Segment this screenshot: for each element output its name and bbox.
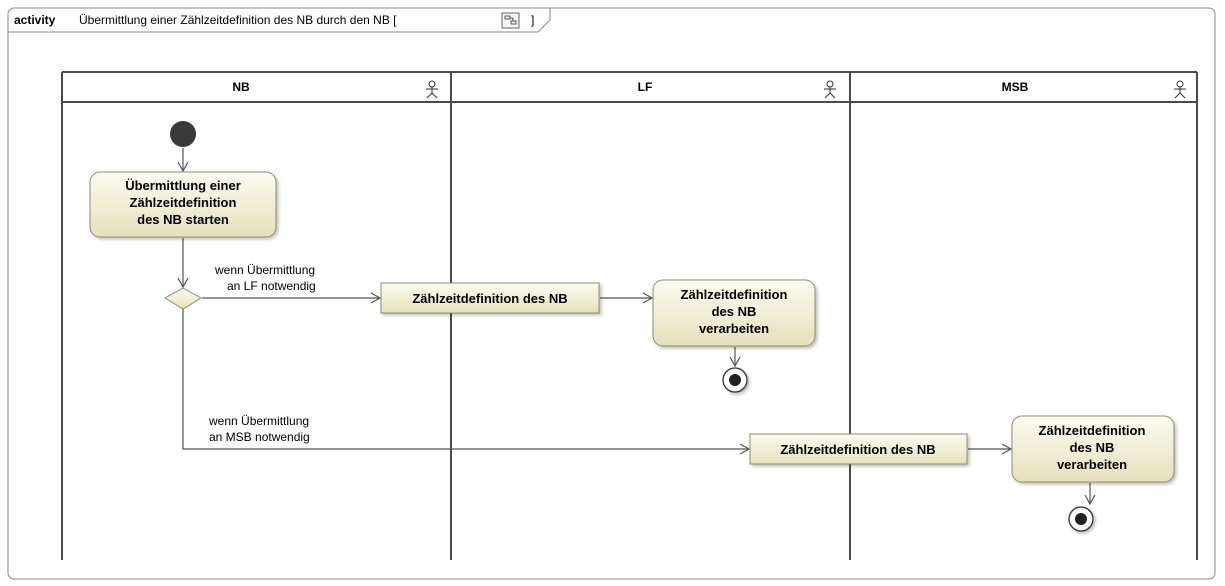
action-label-line: verarbeiten	[699, 321, 769, 336]
frame-closing-bracket: ]	[531, 13, 534, 27]
swimlanes: NB LF MSB	[61, 71, 1198, 560]
guard-label-line: an LF notwendig	[227, 279, 316, 293]
actor-icon	[824, 80, 836, 99]
initial-node	[170, 121, 196, 147]
action-label-line: Zählzeitdefinition	[130, 195, 237, 210]
actor-icon	[426, 80, 438, 99]
frame-keyword: activity	[14, 13, 56, 27]
action-start-transmission: Übermittlung einer Zählzeitdefinition de…	[89, 171, 277, 238]
lane-title-nb: NB	[232, 80, 250, 94]
actor-icon	[1174, 80, 1186, 99]
lane-nb: NB	[232, 80, 438, 99]
action-label-line: Zählzeitdefinition	[681, 287, 788, 302]
final-node-msb	[1068, 506, 1094, 532]
activity-diagram-icon	[501, 12, 520, 29]
lane-title-lf: LF	[638, 80, 653, 94]
object-node-label: Zählzeitdefinition des NB	[780, 442, 935, 457]
object-node-msb: Zählzeitdefinition des NB	[749, 433, 968, 465]
action-label-line: verarbeiten	[1057, 457, 1127, 472]
action-label-line: des NB starten	[137, 212, 229, 227]
guard-lf: wenn Übermittlung an LF notwendig	[214, 263, 316, 293]
action-lf-process: Zählzeitdefinition des NB verarbeiten	[652, 279, 816, 347]
lane-title-msb: MSB	[1002, 80, 1029, 94]
frame-title: Übermittlung einer Zählzeitdefinition de…	[79, 13, 397, 27]
object-node-label: Zählzeitdefinition des NB	[412, 291, 567, 306]
guard-label-line: an MSB notwendig	[209, 430, 310, 444]
action-msb-process: Zählzeitdefinition des NB verarbeiten	[1011, 415, 1175, 483]
decision-node	[164, 287, 202, 310]
action-label-line: des NB	[712, 304, 757, 319]
lane-msb: MSB	[1002, 80, 1186, 99]
object-node-lf: Zählzeitdefinition des NB	[380, 282, 600, 314]
guard-msb: wenn Übermittlung an MSB notwendig	[208, 414, 310, 444]
guard-label-line: wenn Übermittlung	[214, 263, 315, 277]
action-label-line: Zählzeitdefinition	[1039, 423, 1146, 438]
action-label-line: Übermittlung einer	[125, 178, 241, 193]
control-flows	[177, 148, 1096, 506]
action-label-line: des NB	[1070, 440, 1115, 455]
lane-lf: LF	[638, 80, 836, 99]
guard-label-line: wenn Übermittlung	[208, 414, 309, 428]
flow-decision-to-msb-object	[182, 309, 751, 455]
final-node-lf	[722, 367, 748, 393]
